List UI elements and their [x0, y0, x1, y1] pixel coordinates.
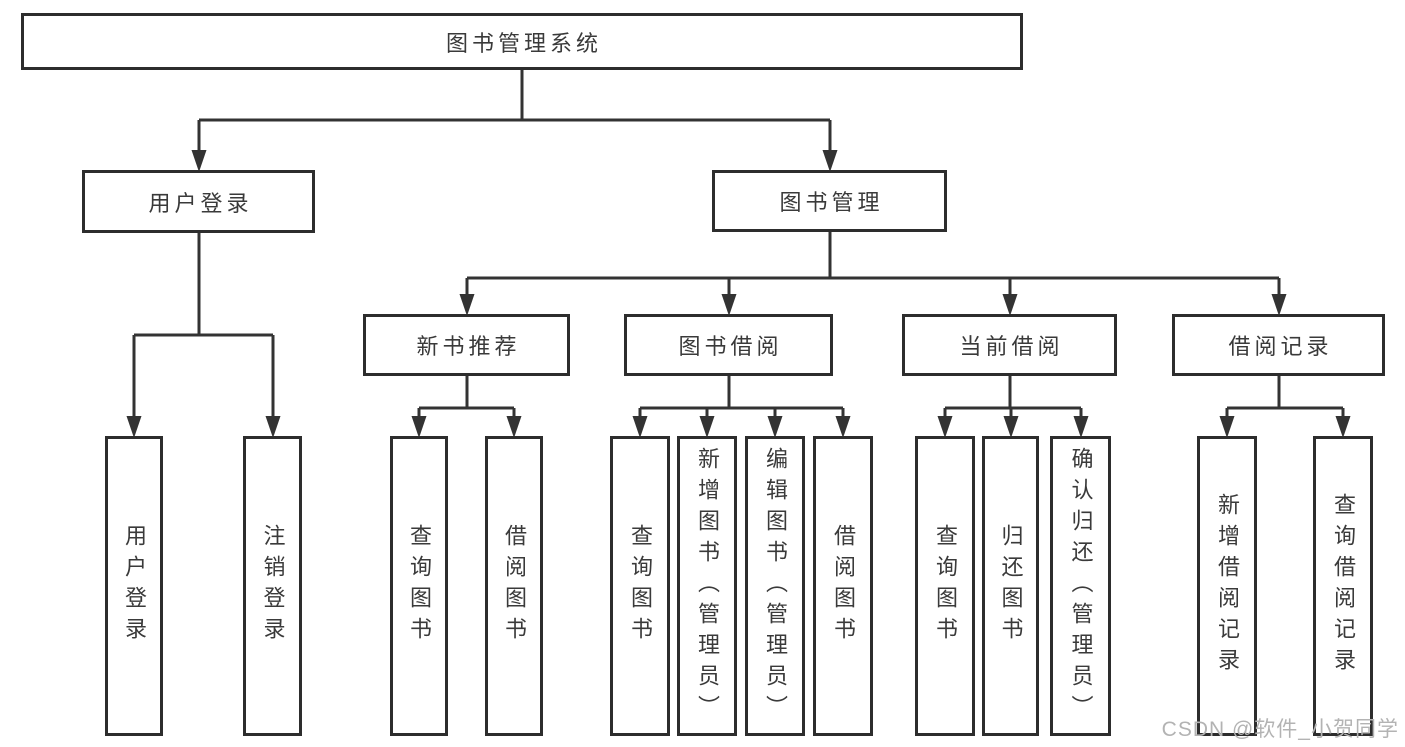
connector-arrowhead — [191, 150, 207, 172]
node-leaf-borrow-books-1: 借阅图书 — [485, 436, 543, 736]
node-label: 用户登录 — [122, 524, 147, 648]
node-label: 借阅记录 — [1228, 334, 1333, 359]
node-leaf-add-book: 新增图书（管理员） — [677, 436, 737, 736]
connector-arrowhead — [699, 416, 715, 438]
node-leaf-user-login: 用户登录 — [105, 436, 163, 736]
node-label: 新增借阅记录 — [1215, 493, 1240, 679]
node-leaf-query-books-2: 查询图书 — [610, 436, 670, 736]
node-label: 图书管理 — [779, 190, 884, 215]
node-label: 确认归还（管理员） — [1068, 446, 1094, 726]
connector-arrowhead — [126, 416, 142, 438]
connector-arrowhead — [1271, 294, 1287, 316]
node-label: 用户登录 — [148, 190, 253, 216]
connector-arrowhead — [1335, 416, 1351, 438]
connector-arrowhead — [632, 416, 648, 438]
node-label: 借阅图书 — [502, 524, 527, 648]
connector-arrowhead — [721, 294, 737, 316]
connector-arrowhead — [767, 416, 783, 438]
connector-arrowhead — [1002, 294, 1018, 316]
node-label: 图书管理系统 — [445, 30, 602, 56]
connector-arrowhead — [459, 294, 475, 316]
node-label: 查询借阅记录 — [1331, 493, 1356, 679]
connector-arrowhead — [411, 416, 427, 438]
node-label: 查询图书 — [407, 524, 432, 648]
node-book-mgmt: 图书管理 — [712, 170, 947, 232]
node-label: 编辑图书（管理员） — [763, 446, 788, 726]
node-leaf-confirm-return: 确认归还（管理员） — [1050, 436, 1111, 736]
node-label: 查询图书 — [933, 524, 958, 648]
connector-arrowhead — [822, 150, 838, 172]
node-label: 归还图书 — [998, 524, 1024, 648]
node-cat-book-borrow: 图书借阅 — [624, 314, 833, 376]
node-leaf-logout: 注销登录 — [243, 436, 302, 736]
node-label: 注销登录 — [260, 524, 286, 648]
connector-arrowhead — [1003, 416, 1019, 438]
node-leaf-borrow-books-2: 借阅图书 — [813, 436, 873, 736]
node-cat-new-books: 新书推荐 — [363, 314, 570, 376]
connector-arrowhead — [506, 416, 522, 438]
connector-arrowhead — [1219, 416, 1235, 438]
node-leaf-edit-book: 编辑图书（管理员） — [745, 436, 805, 736]
node-label: 查询图书 — [628, 524, 653, 648]
node-leaf-add-record: 新增借阅记录 — [1197, 436, 1257, 736]
node-label: 当前借阅 — [959, 334, 1064, 359]
node-leaf-query-books-3: 查询图书 — [915, 436, 975, 736]
connector-arrowhead — [1073, 416, 1089, 438]
node-label: 借阅图书 — [831, 524, 856, 648]
node-leaf-query-books-1: 查询图书 — [390, 436, 448, 736]
connector-arrowhead — [265, 416, 281, 438]
node-label: 新增图书（管理员） — [695, 446, 720, 726]
node-label: 新书推荐 — [416, 334, 521, 359]
node-leaf-return-book: 归还图书 — [982, 436, 1039, 736]
node-root: 图书管理系统 — [21, 13, 1023, 70]
node-label: 图书借阅 — [678, 334, 783, 359]
node-leaf-query-record: 查询借阅记录 — [1313, 436, 1373, 736]
node-cat-current-borrow: 当前借阅 — [902, 314, 1117, 376]
connector-arrowhead — [937, 416, 953, 438]
node-cat-borrow-records: 借阅记录 — [1172, 314, 1385, 376]
connector-arrowhead — [835, 416, 851, 438]
node-user-login: 用户登录 — [82, 170, 315, 233]
